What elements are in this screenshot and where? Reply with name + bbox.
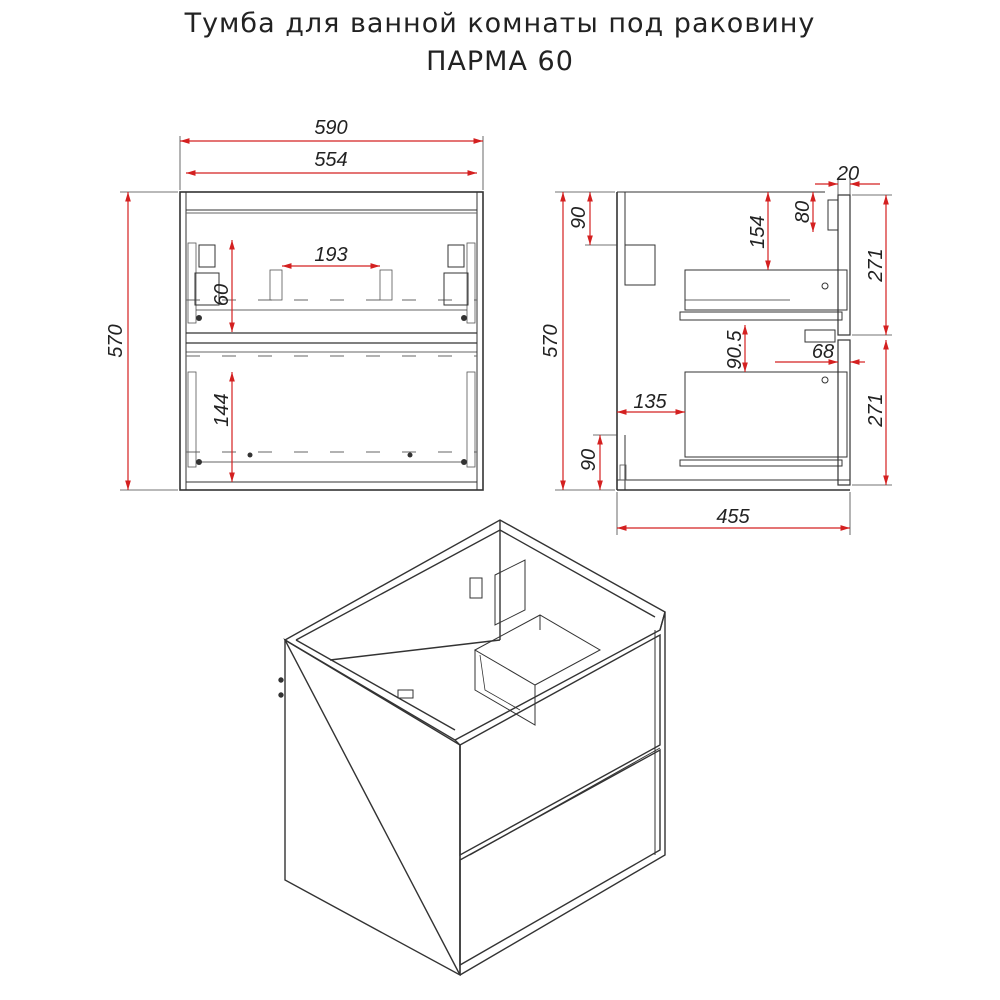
dim-top-gap: 20 [836,163,859,185]
dim-drawer-upper: 271 [865,248,887,282]
dim-front-height: 570 [105,324,127,357]
isometric-view [278,519,666,977]
dim-upper-depth: 154 [747,215,769,248]
dim-depth: 455 [716,506,750,528]
dim-mount-bottom: 90 [578,449,600,471]
dim-upper-offset: 60 [211,284,233,306]
front-view: 590 554 570 193 60 144 [105,117,484,491]
side-view: 20 80 154 90 570 271 271 68 90.5 135 [540,163,892,535]
dim-hinge-spacing: 193 [314,244,347,266]
model-name: ПАРМА 60 [426,46,574,77]
dim-mount-top: 90 [568,207,590,229]
dim-drawer-offset: 135 [633,391,667,413]
dim-drawer-lower: 271 [865,393,887,427]
dim-lower-offset: 144 [211,393,233,426]
dim-mid-height: 90.5 [724,330,746,370]
dim-side-height: 570 [540,324,562,357]
dim-top-rail: 80 [792,201,814,223]
dim-handle-gap: 68 [812,341,834,363]
product-title: Тумба для ванной комнаты под раковину [184,8,816,39]
dim-inner-width: 554 [314,149,347,171]
dim-outer-width: 590 [314,117,347,139]
